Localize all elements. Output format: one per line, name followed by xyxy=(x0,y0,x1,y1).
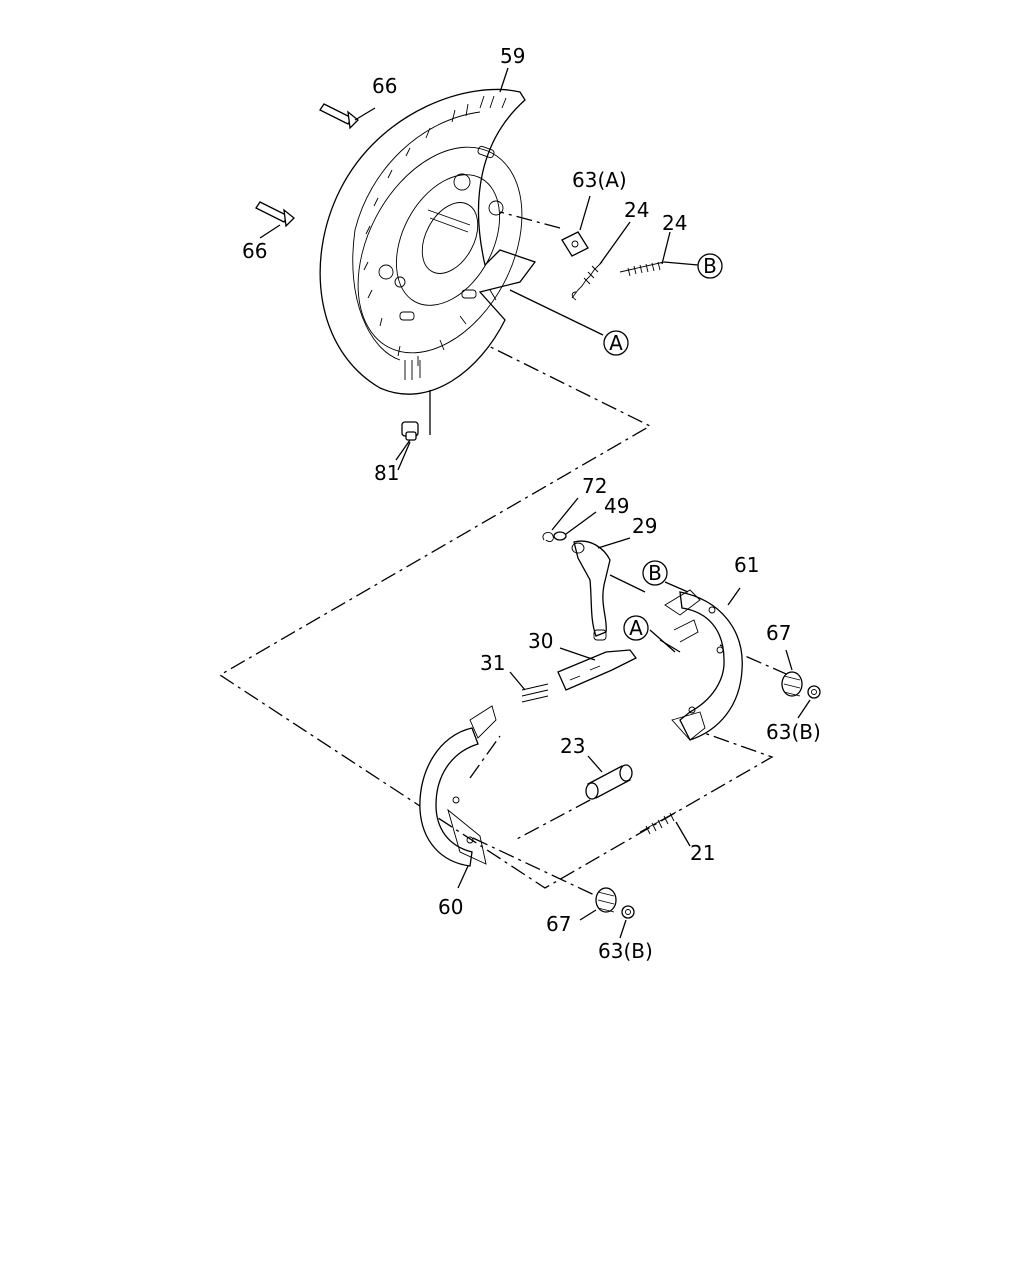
ref-a-lever-text: A xyxy=(629,616,643,640)
callout-66-upper: 66 xyxy=(372,74,397,98)
ref-mark-b-top: B xyxy=(697,253,723,279)
ref-b-top-text: B xyxy=(703,254,717,278)
retainer-63b-lower xyxy=(619,905,635,939)
nut-81 xyxy=(395,421,419,461)
callout-24-left: 24 xyxy=(624,198,649,222)
callout-21: 21 xyxy=(690,841,715,865)
callout-30: 30 xyxy=(528,629,553,653)
callout-63b-right: 63(B) xyxy=(766,720,821,744)
retainer-63a xyxy=(561,195,591,257)
callout-63a: 63(A) xyxy=(572,168,627,192)
spring-24-left xyxy=(571,221,631,301)
callout-72: 72 xyxy=(582,474,607,498)
callout-59: 59 xyxy=(500,44,525,68)
callout-49: 49 xyxy=(604,494,629,518)
leader-a-lever xyxy=(649,629,676,653)
brake-shoe-60 xyxy=(419,705,497,889)
ref-mark-b-lever: B xyxy=(642,560,668,586)
washer-49 xyxy=(553,511,597,541)
callout-31: 31 xyxy=(480,651,505,675)
spring-24-right xyxy=(619,231,699,277)
parking-lever-29 xyxy=(571,537,646,641)
bolt-66-lower xyxy=(255,201,295,239)
callout-63b-lower: 63(B) xyxy=(598,939,653,963)
callout-66-lower: 66 xyxy=(242,239,267,263)
leader-a-top xyxy=(509,289,604,336)
callout-24-right: 24 xyxy=(662,211,687,235)
ref-b-lever-text: B xyxy=(648,561,662,585)
strut-30 xyxy=(557,647,637,691)
ref-a-top-text: A xyxy=(609,331,623,355)
assembly-guide-lines xyxy=(218,211,801,901)
callout-61: 61 xyxy=(734,553,759,577)
bolt-66-upper xyxy=(319,103,376,130)
ref-mark-a-top: A xyxy=(603,330,629,356)
callout-60: 60 xyxy=(438,895,463,919)
spring-21 xyxy=(639,811,691,847)
callout-67-lower: 67 xyxy=(546,912,571,936)
ref-mark-a-lever: A xyxy=(623,615,649,641)
spring-31 xyxy=(509,671,549,703)
retainer-63b-right xyxy=(797,685,821,719)
callout-81: 81 xyxy=(374,461,399,485)
brake-shoe-61 xyxy=(659,587,743,741)
callout-23: 23 xyxy=(560,734,585,758)
backing-plate xyxy=(319,88,537,435)
leader-b-lever xyxy=(664,581,689,593)
adjuster-23 xyxy=(585,755,633,800)
callout-67-right: 67 xyxy=(766,621,791,645)
spring-67-right xyxy=(781,649,803,697)
callout-labels: 59 66 66 63(A) 24 24 81 72 49 29 61 30 3… xyxy=(242,44,821,963)
leader-lines xyxy=(397,67,509,471)
spring-67-lower xyxy=(579,887,617,921)
callout-29: 29 xyxy=(632,514,657,538)
clip-72 xyxy=(542,497,579,543)
